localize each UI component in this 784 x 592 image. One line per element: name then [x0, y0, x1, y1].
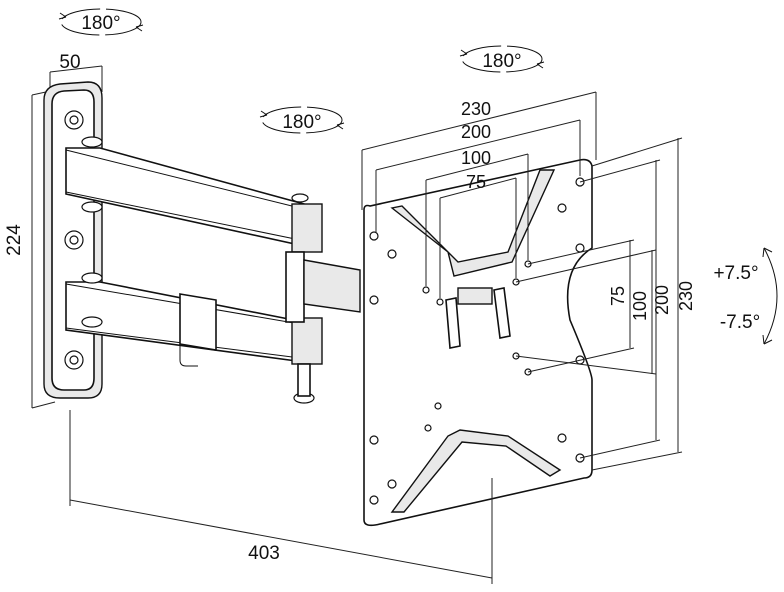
wall-plate	[43, 81, 103, 399]
vesa-v-100: 100	[630, 291, 650, 321]
wall-rotation-indicator: 180°	[58, 8, 144, 36]
wall-plate-width-dimension: 50	[49, 52, 103, 95]
vesa-v-75: 75	[608, 286, 628, 306]
vesa-h-200: 200	[461, 122, 491, 142]
wall-plate-height-dimension: 224	[4, 89, 56, 409]
head-rotation-indicator: 180°	[459, 45, 545, 73]
vesa-h-100: 100	[461, 148, 491, 168]
arm-rotation-indicator: 180°	[259, 106, 345, 134]
wall-plate-width-value: 50	[59, 52, 80, 73]
vesa-h-75: 75	[466, 172, 486, 192]
tilt-indicator: +7.5° -7.5°	[713, 247, 778, 345]
vesa-v-230: 230	[676, 281, 696, 311]
vesa-plate	[363, 158, 593, 527]
cable-clip	[179, 293, 217, 351]
wall-rotation-label: 180°	[81, 13, 120, 34]
vesa-h-230: 230	[461, 99, 491, 119]
upper-arm-top-bolt	[81, 136, 103, 148]
vesa-v-200: 200	[652, 285, 672, 315]
wall-plate-height-value: 224	[4, 224, 25, 256]
tilt-down-label: -7.5°	[720, 312, 760, 333]
hinge-column	[285, 251, 361, 323]
upper-arm	[65, 136, 323, 253]
vesa-vertical-dimensions: 75 100 200 230	[515, 137, 696, 471]
head-rotation-label: 180°	[482, 51, 521, 72]
vesa-horizontal-dimensions: 230 200 100 75	[361, 91, 597, 298]
tilt-up-label: +7.5°	[713, 263, 758, 284]
lower-arm	[65, 272, 323, 404]
extension-dimension: 403	[69, 410, 493, 584]
arm-rotation-label: 180°	[282, 112, 321, 133]
vesa-holes	[369, 177, 585, 505]
extension-value: 403	[248, 543, 280, 564]
